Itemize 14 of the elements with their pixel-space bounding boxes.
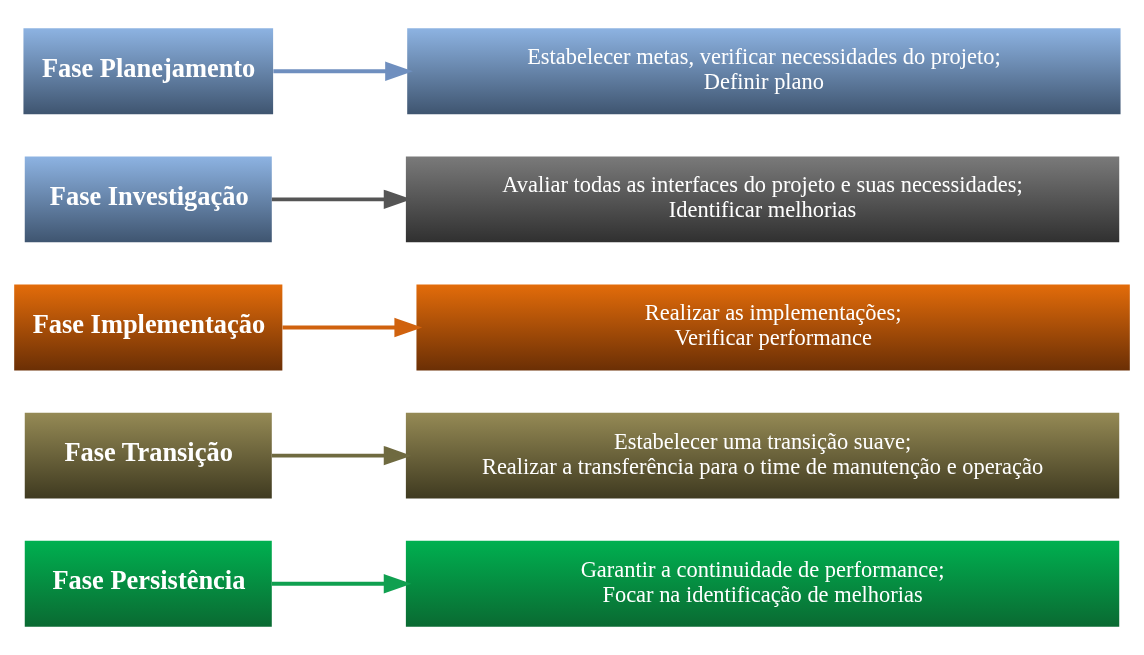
node-box: Estabelecer uma transição suave; Realizar a transferência para o time de manutenção e operação (405, 412, 1120, 499)
arrow (282, 317, 423, 338)
node-box: Estabelecer metas, verificar necessidades do projeto; Definir plano (407, 28, 1121, 115)
node-box: Realizar as implementações; Verificar performance (416, 284, 1130, 371)
node-box: Garantir a continuidade de performance; Focar na identificação de melhorias (405, 540, 1120, 627)
node-box: Fase Persistência (24, 540, 272, 627)
node-box: Avaliar todas as interfaces do projeto e suas necessidades; Identificar melhorias (405, 156, 1120, 243)
arrow (271, 445, 412, 466)
arrow (271, 574, 412, 594)
arrow (273, 61, 413, 81)
node-box: Fase Investigação (24, 156, 272, 243)
node-box: Fase Transição (24, 412, 272, 499)
node-box: Fase Implementação (14, 284, 283, 371)
node-box: Fase Planejamento (23, 28, 274, 115)
